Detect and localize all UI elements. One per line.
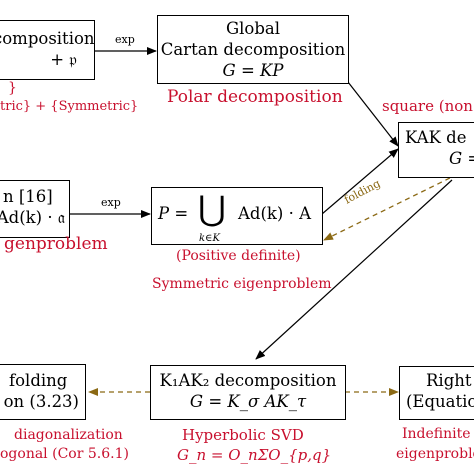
indefinite-label: Indefinite: [402, 426, 471, 442]
p-union-box: P = ⋃ k∈K Ad(k) · A: [151, 187, 323, 245]
k1ak2-box: K₁AK₂ decomposition G = K_σ AK_τ: [150, 365, 346, 420]
p-union-rhs: Ad(k) · A: [238, 204, 312, 223]
right-line2: (Equatio: [406, 392, 474, 411]
lie-decomposition-line1: composition: [0, 29, 95, 48]
square-label: square (non: [382, 97, 473, 115]
global-cartan-line3: G = KP: [222, 61, 284, 80]
gn-label: G_n = O_nΣO_{p,q}: [177, 446, 332, 464]
global-cartan-box: Global Cartan decomposition G = KP: [157, 15, 349, 84]
kak-line1: KAK de: [405, 128, 467, 147]
positive-definite-label: (Positive definite): [176, 248, 301, 264]
hyperbolic-svd-label: Hyperbolic SVD: [182, 426, 304, 444]
union-symbol: ⋃: [198, 189, 226, 229]
right-line1: Right: [426, 371, 472, 390]
ogonal-label: ogonal (Cor 5.6.1): [0, 446, 129, 462]
polar-decomposition-label: Polar decomposition: [167, 87, 343, 107]
folding-left-line2: on (3.23): [3, 392, 79, 411]
k1ak2-line1: K₁AK₂ decomposition: [159, 371, 337, 390]
folding-arrow: [323, 173, 459, 241]
skew-symmetric-label: tric} + {Symmetric}: [0, 99, 139, 114]
brace-label: }: [8, 80, 17, 96]
right-box: Right (Equatio: [399, 366, 474, 420]
global-cartan-line1: Global: [225, 19, 281, 38]
genproblem-label: genproblem: [4, 234, 108, 254]
folding-left-box: folding on (3.23): [0, 364, 86, 420]
p-union-lhs: P =: [158, 204, 189, 223]
kak-to-k1ak2-arrow: [255, 179, 453, 360]
k1ak2-line2: G = K_σ AK_τ: [189, 392, 307, 411]
lie-decomposition-line2: + 𝔭: [50, 50, 77, 69]
eigenproblem-right-label: eigenproble: [396, 446, 474, 462]
cartan-to-kak-arrow: [347, 81, 399, 147]
global-cartan-line2: Cartan decomposition: [160, 40, 346, 59]
exp-label-middle: exp: [101, 196, 121, 209]
lie-decomposition-box: composition + 𝔭: [0, 20, 95, 80]
exp-label-top: exp: [115, 33, 135, 46]
ref16-box: n [16] Ad(k) · 𝔞: [0, 180, 70, 238]
folding-left-line1: folding: [9, 371, 68, 390]
ref16-line1: n [16]: [3, 187, 53, 206]
union-subscript: k∈K: [199, 233, 220, 244]
diagonalization-label: diagonalization: [14, 427, 123, 443]
kak-box: KAK de G =: [398, 122, 474, 178]
punion-to-kak-arrow: [321, 148, 399, 215]
kak-line2: G =: [449, 149, 474, 168]
symmetric-eigenproblem-label: Symmetric eigenproblem: [152, 276, 332, 292]
ref16-line2: Ad(k) · 𝔞: [0, 208, 65, 227]
